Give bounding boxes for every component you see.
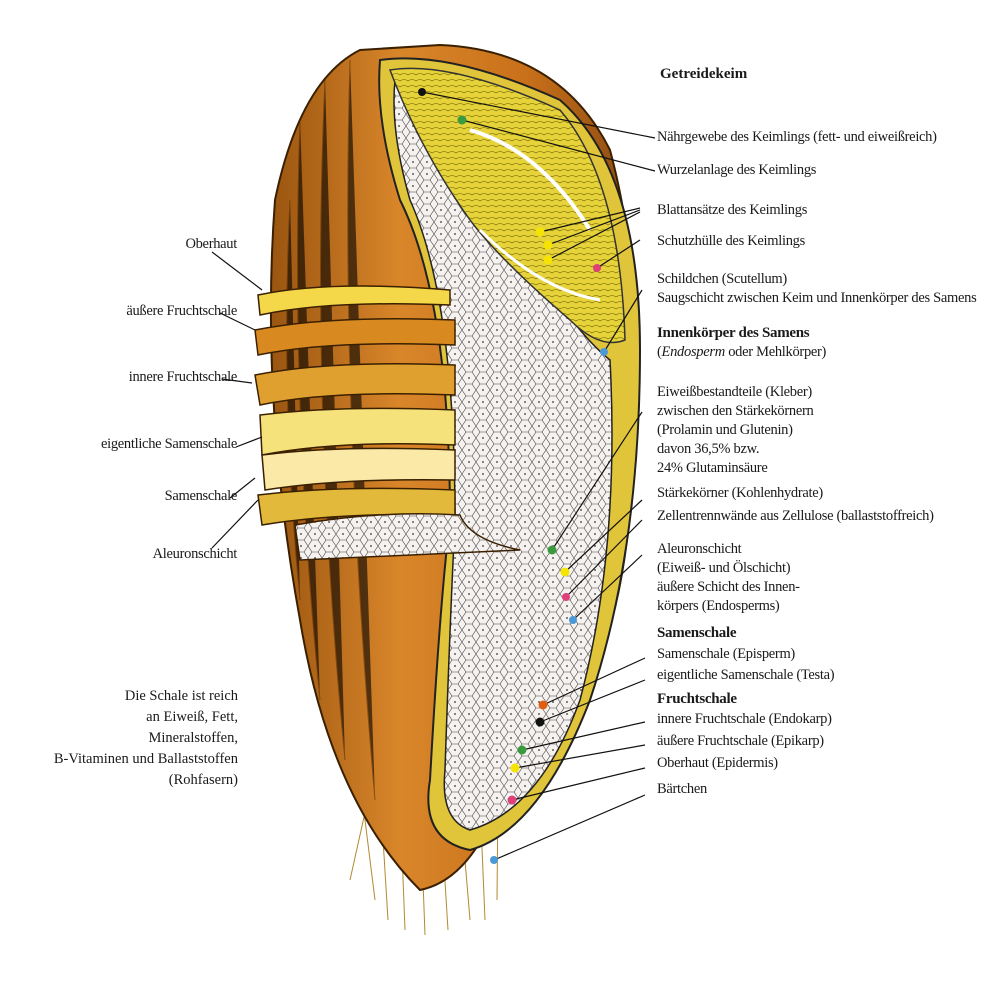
leader-lines <box>211 91 656 861</box>
left-label-aleuronschicht: Aleuronschicht <box>152 546 238 562</box>
note-line: Mineralstoffen, <box>148 730 238 746</box>
line: davon 36,5% bzw. <box>657 441 760 457</box>
heading-fruchtschale: Fruchtschale <box>657 691 737 707</box>
label-baertchen: Bärtchen <box>657 781 707 797</box>
label-episperm: Samenschale (Episperm) <box>657 646 795 662</box>
label-schutzhuelle: Schutzhülle des Keimlings <box>657 233 805 249</box>
label-naehrgewebe: Nährgewebe des Keimlings (fett- und eiwe… <box>657 129 937 145</box>
label-testa: eigentliche Samenschale (Testa) <box>657 667 835 683</box>
label-wurzelanlage: Wurzelanlage des Keimlings <box>657 162 817 178</box>
line: Aleuronschicht <box>657 541 742 557</box>
left-label-innere-fruchtschale: innere Fruchtschale <box>128 369 238 385</box>
label-endokarp: innere Fruchtschale (Endokarp) <box>657 711 832 727</box>
note-line: (Rohfasern) <box>168 772 238 788</box>
left-label-oberhaut: Oberhaut <box>185 236 237 252</box>
label-saugschicht: Saugschicht zwischen Keim und Innenkörpe… <box>657 290 977 306</box>
heading-innenkoerper: Innenkörper des Samens <box>657 325 810 341</box>
heading-samenschale: Samenschale <box>657 625 737 641</box>
paren: ( <box>657 344 662 360</box>
line: körpers (Endosperms) <box>657 598 780 614</box>
line: äußere Schicht des Innen- <box>657 579 800 595</box>
left-label-aeussere-fruchtschale: äußere Fruchtschale <box>126 303 237 319</box>
note-line: Die Schale ist reich <box>124 688 238 704</box>
endosperm-rest: oder Mehlkörper) <box>724 344 827 360</box>
label-aleuronschicht: Aleuronschicht (Eiweiß- und Ölschicht) ä… <box>657 540 800 616</box>
label-staerkekoerner: Stärkekörner (Kohlenhydrate) <box>657 485 823 501</box>
label-zellentrennwaende: Zellentrennwände aus Zellulose (ballasts… <box>657 508 934 524</box>
line: 24% Glutaminsäure <box>657 460 768 476</box>
line: zwischen den Stärkekörnern <box>657 403 814 419</box>
cut-layers <box>254 285 521 561</box>
note-line: an Eiweiß, Fett, <box>146 709 238 725</box>
line: (Eiweiß- und Ölschicht) <box>657 560 791 576</box>
left-label-eigentliche-samenschale: eigentliche Samenschale <box>100 436 237 452</box>
diagram-title: Getreidekeim <box>660 66 748 82</box>
line: Eiweißbestandteile (Kleber) <box>657 384 812 400</box>
left-label-samenschale: Samenschale <box>164 488 238 504</box>
label-epidermis: Oberhaut (Epidermis) <box>657 755 778 771</box>
endosperm-italic: Endosperm <box>661 344 726 360</box>
label-epikarp: äußere Fruchtschale (Epikarp) <box>657 733 824 749</box>
germ <box>388 67 626 344</box>
label-eiweiss: Eiweißbestandteile (Kleber) zwischen den… <box>657 383 814 478</box>
label-blattansaetze: Blattansätze des Keimlings <box>657 202 808 218</box>
marker-dots <box>418 88 608 864</box>
husk-note: Die Schale ist reich an Eiweiß, Fett, Mi… <box>54 686 238 791</box>
label-endosperm: (Endosperm oder Mehlkörper) <box>657 343 826 362</box>
line: (Prolamin und Glutenin) <box>657 422 793 438</box>
label-schildchen: Schildchen (Scutellum) <box>657 271 787 287</box>
note-line: B-Vitaminen und Ballaststoffen <box>53 751 238 767</box>
